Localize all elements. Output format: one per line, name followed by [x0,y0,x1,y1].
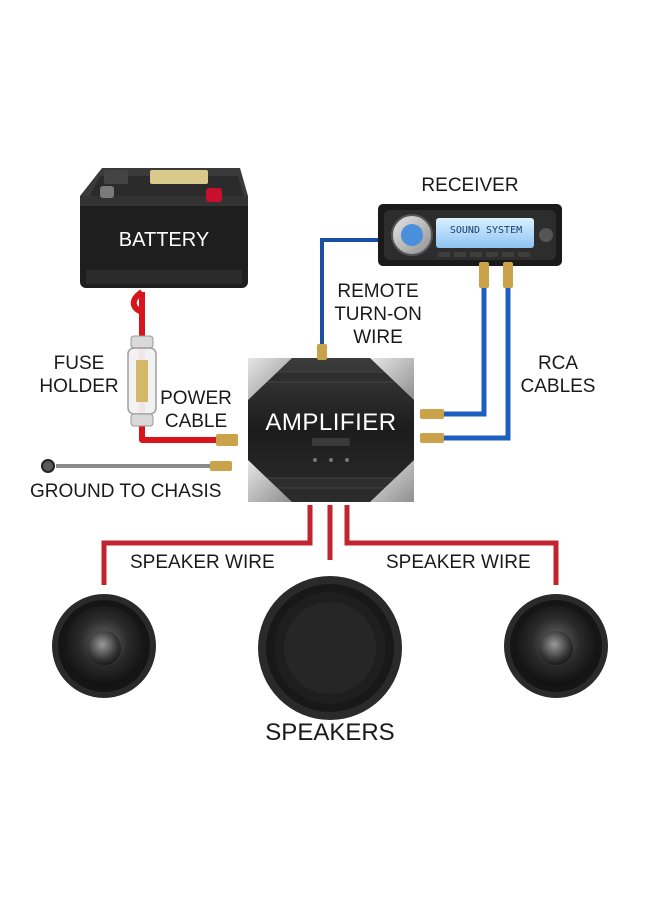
amplifier [248,358,414,502]
speaker-center-subwoofer [258,576,402,720]
battery-label: BATTERY [118,229,210,251]
battery [80,168,248,288]
fuse-label-line2: HOLDER [39,376,119,397]
rca-cables-label: RCA CABLES [516,352,600,398]
remote-wire-terminal [317,344,327,360]
rca-label-line2: CABLES [520,376,596,397]
speaker-wire-left-label: SPEAKER WIRE [130,552,275,573]
ground-label: GROUND TO CHASIS [30,481,222,502]
rca-plugs-amplifier [420,409,444,443]
speakers-label: SPEAKERS [265,719,395,746]
speaker-left [52,594,156,698]
receiver-label: RECEIVER [421,175,519,196]
ground-ring-terminal [41,459,55,473]
battery-positive-terminal [206,188,222,202]
speaker-wire-right-label: SPEAKER WIRE [386,552,531,573]
amp-corner-bl [248,460,292,502]
battery-negative-terminal [100,186,114,198]
power-label-line2: CABLE [164,411,228,432]
ground-wire [41,459,232,473]
remote-turn-on-wire [320,238,378,352]
fuse-holder-label: FUSE HOLDER [36,352,122,398]
rca-label-line1: RCA [537,353,579,374]
rca-plugs-receiver [479,262,513,288]
remote-label-line3: WIRE [353,327,403,348]
receiver-display [436,218,534,248]
power-cable-terminal [216,434,238,446]
rca-cables [440,285,511,441]
remote-label-line2: TURN-ON [334,304,422,325]
amplifier-label: AMPLIFIER [265,409,397,436]
speaker-right [504,594,608,698]
power-label-line1: POWER [160,388,232,409]
receiver [378,204,562,266]
amp-corner-br [370,460,414,502]
speaker-wires [101,505,559,585]
amp-corner-tl [248,358,292,400]
remote-turn-on-label: REMOTE TURN-ON WIRE [330,280,426,349]
fuse-label-line1: FUSE [53,353,105,374]
fuse-holder [127,335,157,427]
power-cable-label: POWER CABLE [158,387,234,433]
receiver-display-text: SOUND SYSTEM [449,225,523,236]
amp-corner-tr [370,358,414,400]
remote-label-line1: REMOTE [337,281,419,302]
